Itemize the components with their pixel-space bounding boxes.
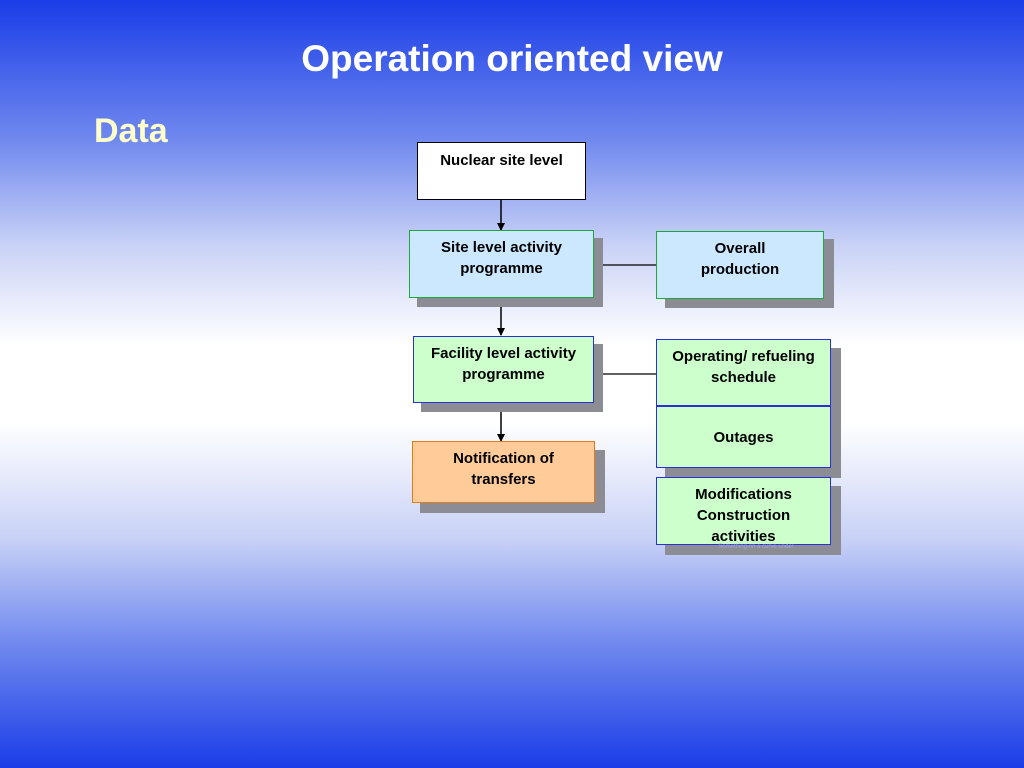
slide-title: Operation oriented view: [301, 38, 723, 79]
node-notification-of-transfers: Notification of transfers: [412, 441, 595, 503]
node-facility-level-activity-programme: Facility level activity programme: [413, 336, 594, 403]
node-modifications-construction-activities: Modifications Construction activities: [656, 477, 831, 545]
node-nuclear-site-level: Nuclear site level: [417, 142, 586, 200]
node-modifications-construction-activities-label: Modifications Construction activities: [695, 486, 792, 545]
node-outages: Outages: [656, 406, 831, 468]
slide-subtitle: Data: [94, 112, 168, 150]
node-notification-of-transfers-label: Notification of transfers: [453, 450, 554, 488]
node-site-level-activity-programme: Site level activity programme: [409, 230, 594, 298]
node-facility-level-activity-programme-label: Facility level activity programme: [430, 345, 577, 383]
node-outages-label: Outages: [713, 429, 774, 446]
node-site-level-activity-programme-label: Site level activity programme: [441, 239, 562, 277]
watermark-text: Something on a curve under: [718, 544, 794, 550]
node-nuclear-site-level-label: Nuclear site level: [440, 152, 563, 169]
node-overall-production: Overall production: [656, 231, 824, 299]
node-operating-refueling-schedule-label: Operating/ refueling schedule: [672, 348, 815, 386]
node-overall-production-label: Overall production: [700, 240, 780, 278]
node-operating-refueling-schedule: Operating/ refueling schedule: [656, 339, 831, 406]
